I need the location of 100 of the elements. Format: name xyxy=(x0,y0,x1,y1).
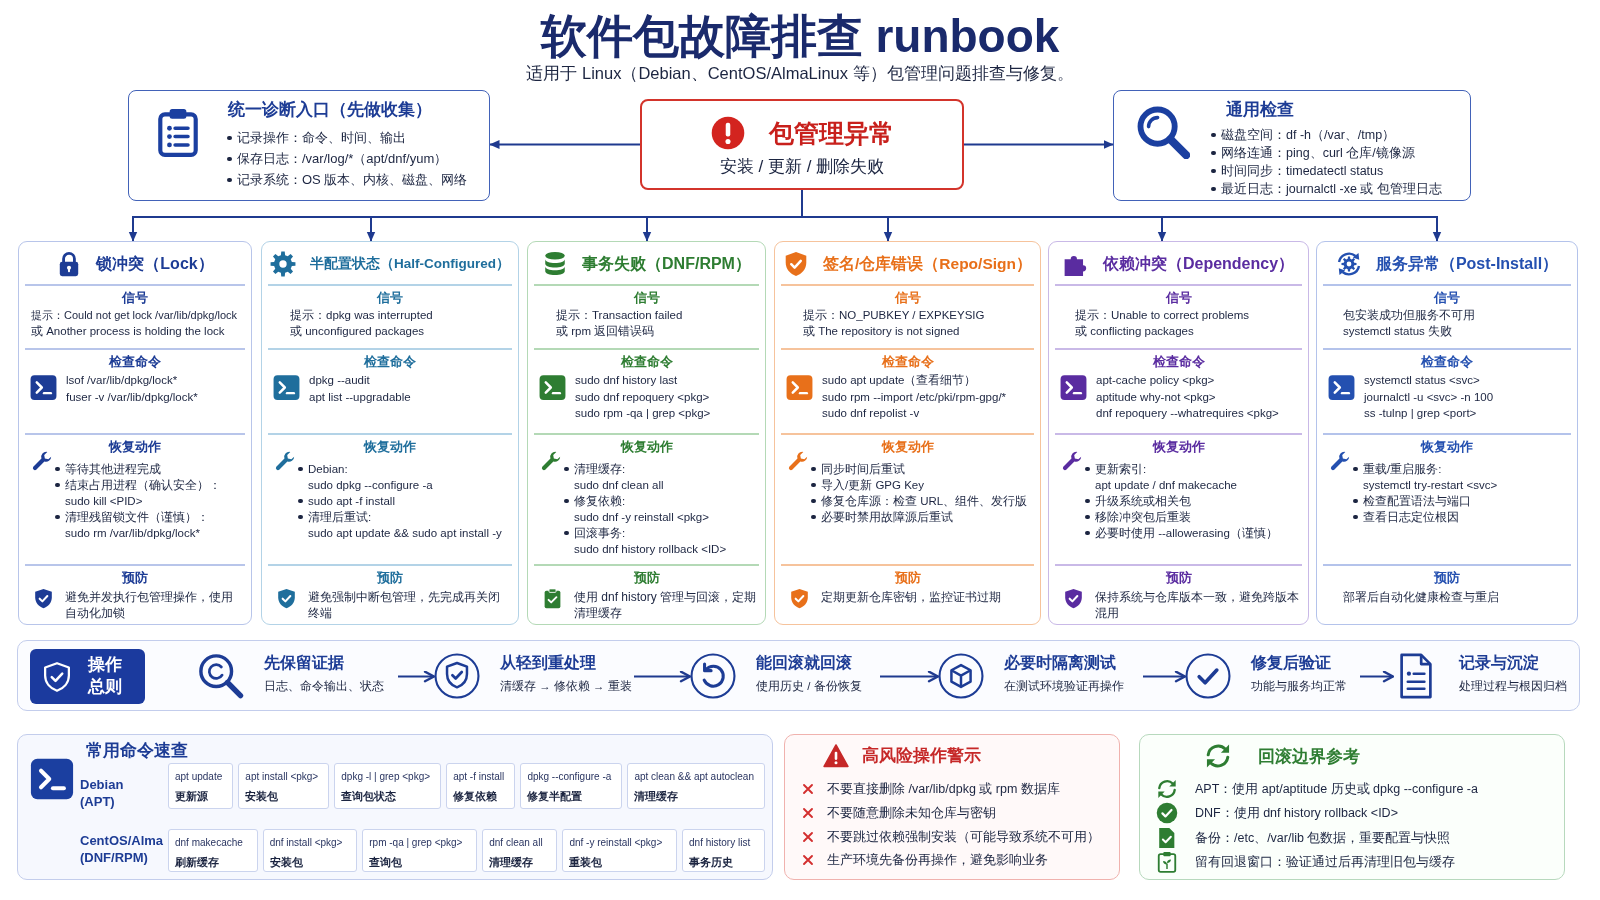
command-card xyxy=(168,763,234,809)
reference-panel xyxy=(1139,734,1565,880)
bullet-item: 回滚事务: xyxy=(562,525,626,541)
reference-panel xyxy=(17,734,773,880)
command-card xyxy=(262,829,358,872)
section-label: 恢复动作 xyxy=(1421,438,1473,456)
category-card xyxy=(1316,241,1578,625)
command-line: aptitude why-not <pkg> xyxy=(1096,389,1216,405)
command-line: systemctl status <svc> xyxy=(1364,373,1480,388)
command-text: apt install <pkg> xyxy=(245,770,319,784)
step-caption: 清缓存 → 修依赖 → 重装 xyxy=(500,679,632,694)
command-caption: 刷新缓存 xyxy=(175,855,219,870)
arrow xyxy=(1142,670,1187,683)
reference-item: 备份：/etc、/var/lib 包数据，重要配置与快照 xyxy=(1195,829,1451,847)
command-card xyxy=(238,763,330,809)
bullet-item: 最近日志：journalctl -xe 或 包管理日志 xyxy=(1209,180,1442,198)
section-label: 检查命令 xyxy=(364,353,416,371)
step-caption: 日志、命令输出、状态 xyxy=(264,679,384,694)
bullet-item: 移除冲突包后重装 xyxy=(1083,509,1191,525)
bullet-detail: sudo kill <PID> xyxy=(65,494,143,509)
command-line: dnf repoquery --whatrequires <pkg> xyxy=(1096,406,1279,421)
arrow xyxy=(489,140,641,149)
row-label: CentOS/Alma (DNF/RPM) xyxy=(80,832,164,866)
section-label: 检查命令 xyxy=(1421,353,1473,371)
command-line: apt-cache policy <pkg> xyxy=(1096,373,1215,388)
bullet-item: 记录系统：OS 版本、内核、磁盘、网络 xyxy=(225,171,468,189)
bullet-item: 磁盘空间：df -h（/var、/tmp） xyxy=(1209,126,1396,144)
bullet-item: 修复仓库源：检查 URL、组件、发行版 xyxy=(809,493,1028,509)
command-caption: 重装包 xyxy=(569,855,603,870)
tip-text: 部署后自动化健康检查与重启 xyxy=(1343,589,1499,605)
command-caption: 修复半配置 xyxy=(527,789,583,804)
category-card xyxy=(774,241,1041,625)
panel-title: 高风险操作警示 xyxy=(862,745,981,766)
section-label: 信号 xyxy=(1434,289,1460,307)
reference-item: DNF：使用 dnf history rollback <ID> xyxy=(1195,805,1398,823)
info-card xyxy=(128,90,490,201)
signal-text: 提示：Transaction failed xyxy=(556,308,683,323)
alert-card xyxy=(640,99,964,190)
panel-title: 回滚边界参考 xyxy=(1258,746,1360,767)
command-text: dnf history list xyxy=(689,836,751,850)
bullet-item: 时间同步：timedatectl status xyxy=(1209,162,1384,180)
command-line: apt list --upgradable xyxy=(309,389,411,405)
tile-title: 操作总则 xyxy=(88,654,123,698)
bullet-detail: sudo dnf clean all xyxy=(574,478,664,493)
page-subtitle: 适用于 Linux（Debian、CentOS/AlmaLinux 等）包管理问题排查与修复。 xyxy=(526,63,1074,84)
bullet-item: 网络连通：ping、curl 仓库/镜像源 xyxy=(1209,144,1415,162)
section-label: 预防 xyxy=(894,569,921,587)
step-caption: 使用历史 / 备份恢复 xyxy=(756,679,862,694)
category-card xyxy=(261,241,519,625)
command-line: sudo apt update（查看细节） xyxy=(822,373,977,388)
section-label: 恢复动作 xyxy=(620,438,673,456)
bullet-item: 升级系统或相关包 xyxy=(1083,493,1191,509)
section-label: 信号 xyxy=(377,289,403,307)
signal-text: 或 Another process is holding the lock xyxy=(31,324,225,339)
command-caption: 修复依赖 xyxy=(453,789,498,804)
arrow xyxy=(1359,670,1395,683)
command-card xyxy=(682,829,765,872)
step-title: 能回滚就回滚 xyxy=(756,653,852,673)
section-label: 预防 xyxy=(1434,569,1460,587)
category-card xyxy=(527,241,766,625)
bullet-item: sudo apt -f install xyxy=(296,493,395,509)
card-title: 事务失败（DNF/RPM） xyxy=(582,253,751,274)
bullet-item: 修复依赖: xyxy=(562,493,626,509)
command-line: fuser -v /var/lib/dpkg/lock* xyxy=(66,389,198,405)
command-line: dpkg --audit xyxy=(309,373,370,388)
arrow xyxy=(397,670,436,683)
card-title: 统一诊断入口（先做收集） xyxy=(228,99,432,121)
command-text: apt clean && apt autoclean xyxy=(634,770,754,784)
section-label: 检查命令 xyxy=(1152,353,1205,371)
section-label: 信号 xyxy=(122,289,148,307)
card-title: 服务异常（Post-Install） xyxy=(1375,253,1559,274)
warning-item: 生产环境先备份再操作，避免影响业务 xyxy=(827,852,1048,870)
command-text: dnf makecache xyxy=(175,836,243,850)
category-card xyxy=(1048,241,1309,625)
section-label: 检查命令 xyxy=(109,353,161,371)
bullet-item: Debian: xyxy=(296,461,348,477)
command-text: dnf -y reinstall <pkg> xyxy=(569,836,663,850)
step-title: 记录与沉淀 xyxy=(1459,653,1539,673)
signal-text: 或 unconfigured packages xyxy=(290,324,425,339)
bullet-detail: sudo dnf history rollback <ID> xyxy=(574,542,727,557)
bullet-detail: apt update / dnf makecache xyxy=(1095,478,1237,493)
command-caption: 查询包 xyxy=(369,855,403,870)
info-card xyxy=(1113,90,1471,201)
command-line: sudo rpm --import /etc/pki/rpm-gpg/* xyxy=(822,389,1007,405)
bullet-detail: sudo dnf -y reinstall <pkg> xyxy=(574,510,709,525)
title-tile xyxy=(30,649,145,704)
signal-text: 提示：NO_PUBKEY / EXPKEYSIG xyxy=(803,308,985,323)
tip-text: 使用 dnf history 管理与回滚，定期清理缓存 xyxy=(574,589,757,621)
section-label: 检查命令 xyxy=(881,353,934,371)
command-card xyxy=(520,763,623,809)
command-text: dpkg --configure -a xyxy=(527,770,612,784)
tip-text: 避免并发执行包管理操作，使用自动化加锁 xyxy=(65,589,234,621)
bullet-item: 保存日志：/var/log/*（apt/dnf/yum） xyxy=(225,150,448,168)
command-caption: 清理缓存 xyxy=(634,789,679,804)
command-card xyxy=(334,763,442,809)
signal-text: 或 The repository is not signed xyxy=(803,324,960,339)
reference-item: 留有回退窗口：验证通过后再清理旧包与缓存 xyxy=(1195,853,1455,871)
arrow xyxy=(963,140,1114,149)
command-card xyxy=(362,829,478,872)
section-label: 信号 xyxy=(894,289,921,307)
